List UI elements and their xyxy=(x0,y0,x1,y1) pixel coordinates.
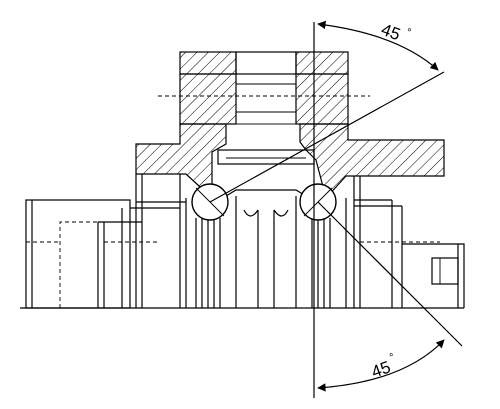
upper-angle-arc xyxy=(317,20,439,71)
right-housing xyxy=(354,199,465,308)
outer-ring xyxy=(135,123,445,200)
lower-angle-value: 45 xyxy=(369,357,393,381)
upper-angle-label: 45 ° xyxy=(379,20,413,44)
lower-angle-label: 45 ° xyxy=(369,351,397,382)
upper-angle-value: 45 xyxy=(379,20,403,44)
lower-angle-unit: ° xyxy=(388,351,396,364)
clamp-nut xyxy=(158,51,370,125)
lower-contact-line xyxy=(317,201,463,347)
upper-angle-unit: ° xyxy=(404,26,412,39)
lower-angle-arc xyxy=(317,339,445,392)
upper-contact-line xyxy=(209,71,445,203)
left-housing xyxy=(25,199,186,309)
inner-ring xyxy=(135,174,361,308)
